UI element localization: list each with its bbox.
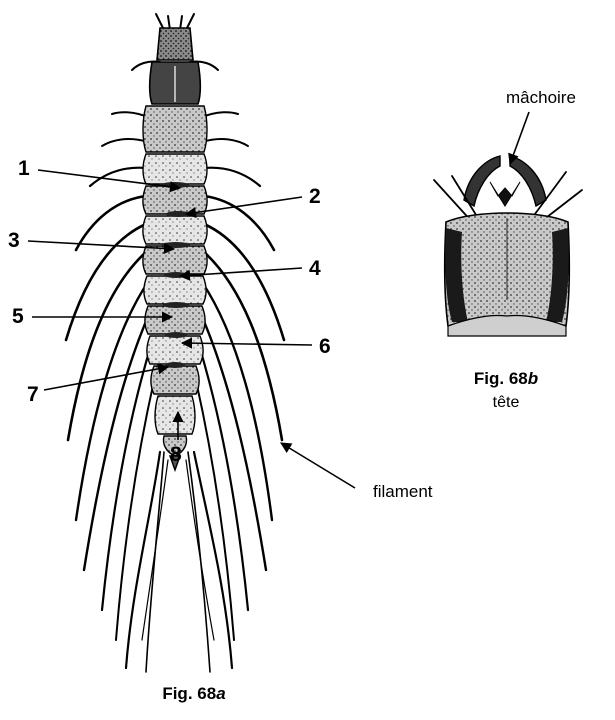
caption-68a-prefix: Fig. 68 [162,684,216,703]
leader-jaw [510,112,529,164]
label-4: 4 [309,258,321,279]
larva-head [157,28,193,60]
caption-fig-68a: Fig. 68a [134,684,254,704]
caption-68a-letter: a [216,684,225,703]
label-5: 5 [12,306,24,327]
larva-drawing [66,14,284,672]
label-8: 8 [170,444,182,465]
label-6: 6 [319,336,331,357]
leader-filament [281,443,355,488]
lateral-filaments-right [194,112,284,640]
label-1: 1 [18,158,30,179]
jaw-label: mâchoire [506,88,576,108]
head-detail-drawing [434,112,582,336]
caption-68b-prefix: Fig. 68 [474,369,528,388]
mandible-right [510,156,546,206]
label-3: 3 [8,230,20,251]
caption-fig-68b-sub: tête [451,394,561,412]
leader-7 [44,367,168,390]
lateral-filaments-left [66,112,156,640]
label-7: 7 [27,384,39,405]
caption-fig-68b: Fig. 68b [451,369,561,389]
caption-68b-letter: b [528,369,538,388]
label-2: 2 [309,186,321,207]
mandible-left [464,156,500,206]
filament-label: filament [373,482,433,502]
body-segments [143,106,207,470]
